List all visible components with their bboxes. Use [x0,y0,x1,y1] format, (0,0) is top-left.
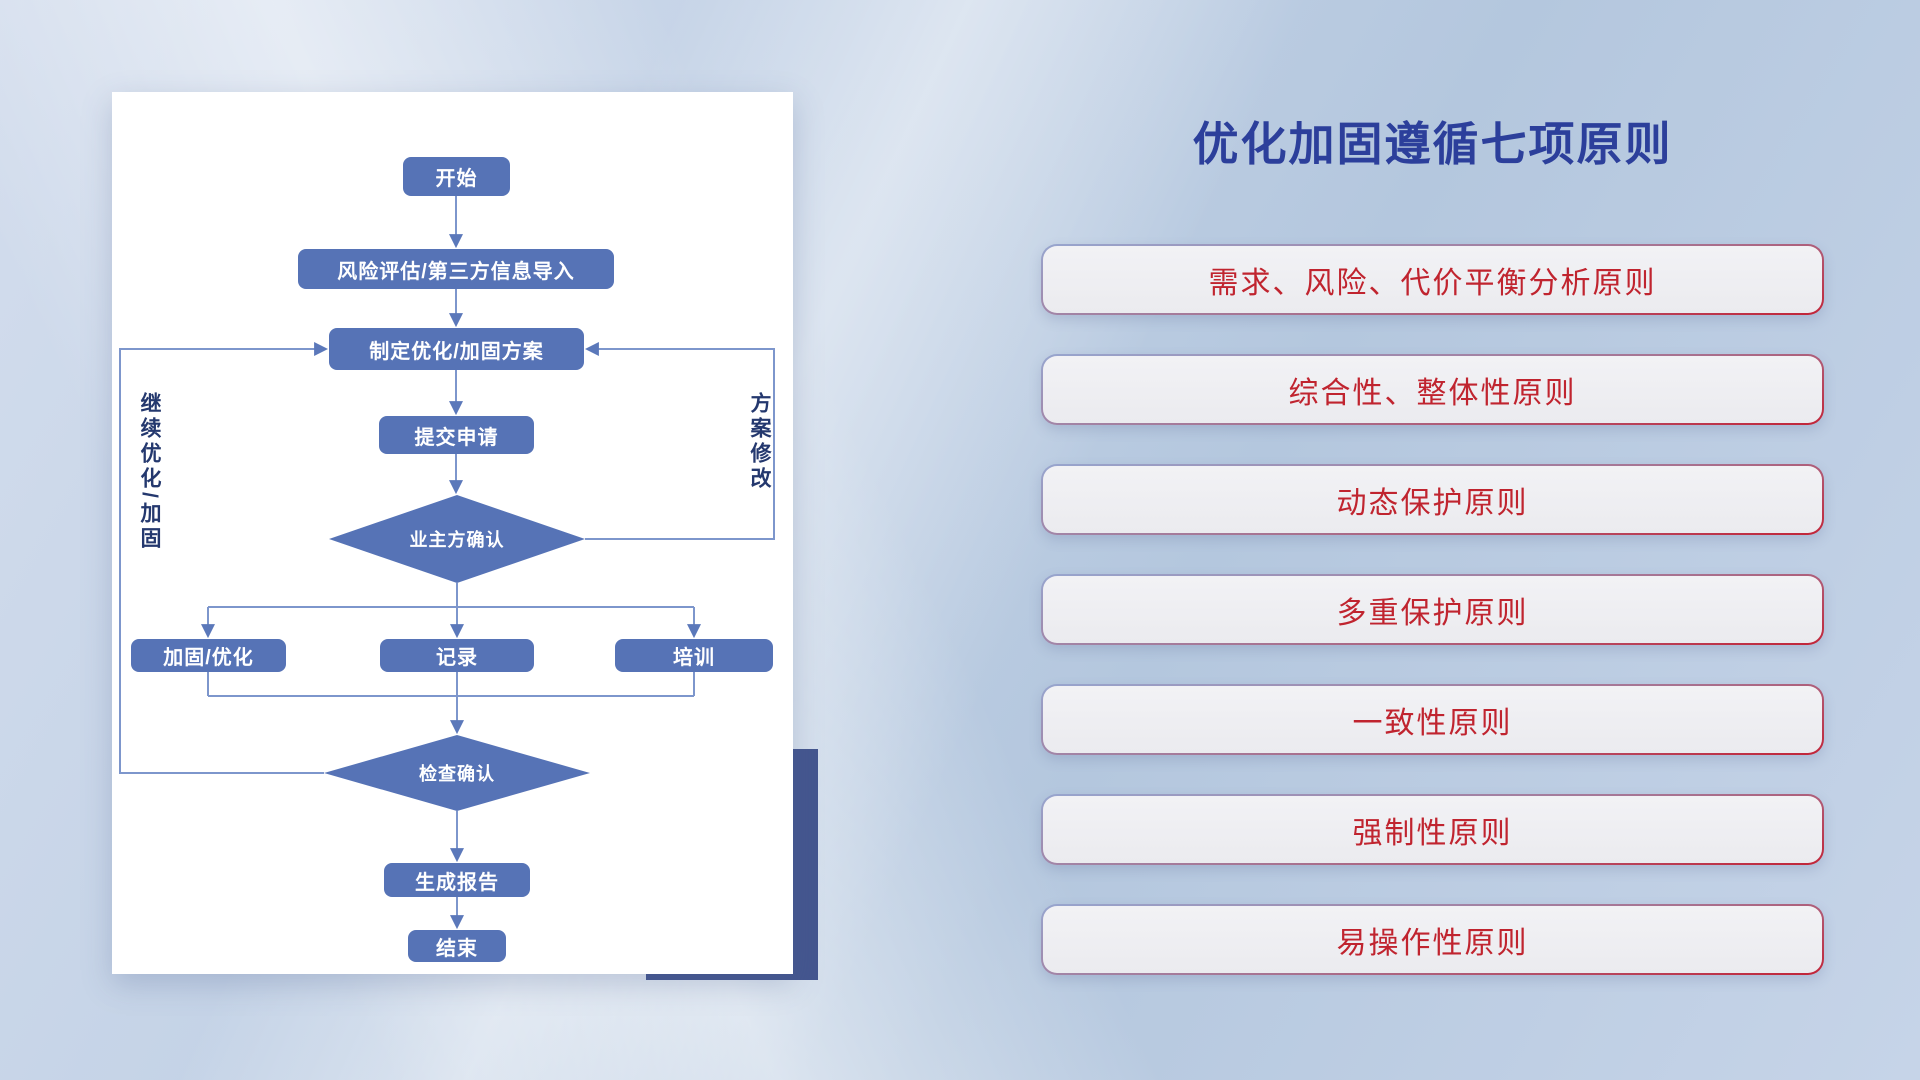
principle-label: 需求、风险、代价平衡分析原则 [1208,266,1657,300]
principle-label: 综合性、整体性原则 [1288,376,1577,410]
flow-node-risk-assessment: 风险评估/第三方信息导入 [298,249,614,289]
principle-label: 动态保护原则 [1336,486,1529,520]
principle-label: 多重保护原则 [1336,596,1529,630]
flow-node-submit-application: 提交申请 [379,416,534,454]
flow-node-end: 结束 [408,930,506,962]
principle-item: 动态保护原则 [1041,464,1824,535]
principle-label: 易操作性原则 [1336,926,1529,960]
flow-label-continue-optimize: 继续优化/加固 [138,392,161,552]
flowchart-card: 开始 风险评估/第三方信息导入 制定优化/加固方案 提交申请 业主方确认 加固/… [112,92,793,974]
flow-node-generate-report: 生成报告 [384,863,530,897]
page-title: 优化加固遵循七项原则 [1192,118,1673,170]
principle-item: 多重保护原则 [1041,574,1824,645]
flow-node-make-plan: 制定优化/加固方案 [329,328,584,370]
principle-item: 综合性、整体性原则 [1041,354,1824,425]
principles-list: 需求、风险、代价平衡分析原则 综合性、整体性原则 动态保护原则 多重保护原则 一… [1041,244,1824,975]
flow-node-training: 培训 [615,639,773,672]
flow-node-record: 记录 [380,639,534,672]
flow-node-reinforce-optimize: 加固/优化 [131,639,286,672]
flow-label-plan-revision: 方案修改 [748,392,771,492]
principle-item: 易操作性原则 [1041,904,1824,975]
principle-label: 强制性原则 [1352,816,1513,850]
principle-item: 强制性原则 [1041,794,1824,865]
principle-item: 需求、风险、代价平衡分析原则 [1041,244,1824,315]
flow-node-start: 开始 [403,157,510,196]
principle-item: 一致性原则 [1041,684,1824,755]
principle-label: 一致性原则 [1352,706,1513,740]
